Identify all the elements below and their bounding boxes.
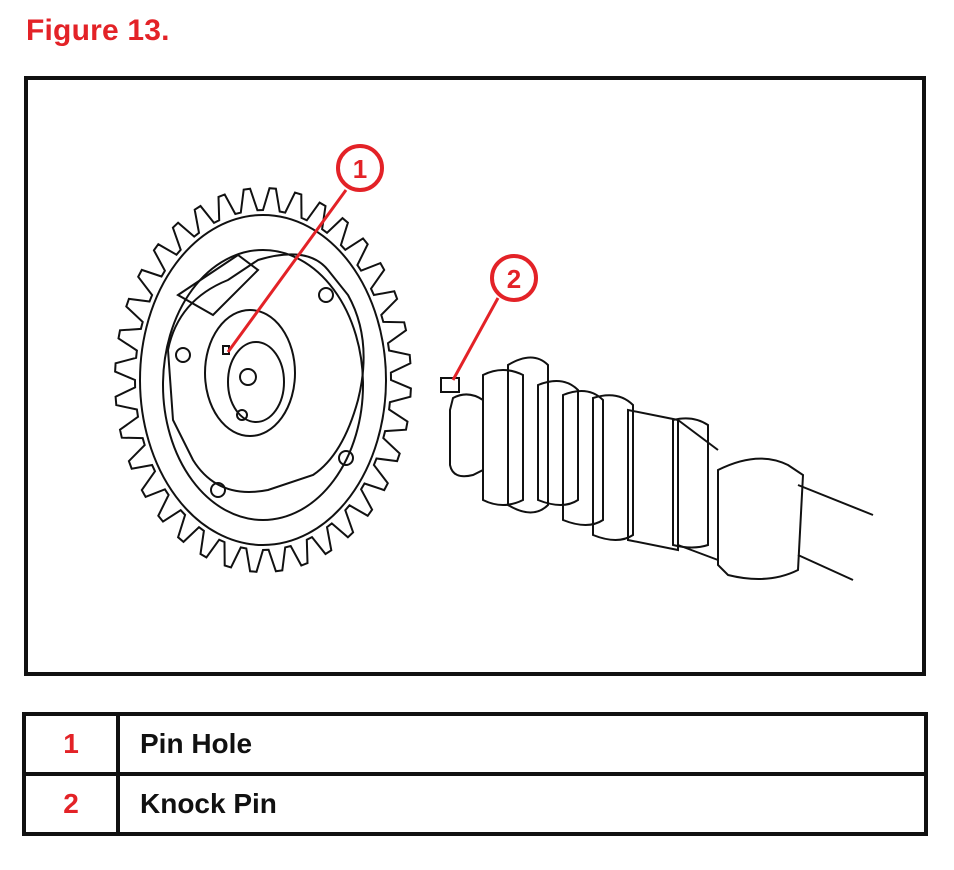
hub-small-hole xyxy=(236,409,248,421)
sprocket-teeth xyxy=(114,187,412,573)
callout-number-1: 1 xyxy=(353,154,367,184)
callout-leaders xyxy=(226,189,500,381)
callout-2: 2 xyxy=(490,254,538,302)
callout-circle-2 xyxy=(490,254,538,302)
cam-lobe-4 xyxy=(562,390,604,526)
cam-shaft-tail-bottom xyxy=(797,554,854,581)
leader-line-1 xyxy=(226,189,348,353)
diagram-frame: 1 2 xyxy=(24,76,926,676)
callout-number-2: 2 xyxy=(507,264,521,294)
cam-lobe-5 xyxy=(592,394,634,541)
cam-shaft-upper xyxy=(677,419,719,451)
sprocket-inner-ring xyxy=(162,249,364,521)
camshaft-end xyxy=(449,393,484,478)
center-bolt-hole xyxy=(239,368,257,386)
bolt-hole-right xyxy=(338,450,354,466)
legend-row: 1 Pin Hole xyxy=(22,712,928,776)
bolt-hole-left xyxy=(175,347,191,363)
hub-outer xyxy=(204,309,296,437)
legend-description-2: Knock Pin xyxy=(116,772,928,836)
camshaft-sprocket xyxy=(114,187,412,573)
sprocket-web xyxy=(166,253,365,493)
knock-pin xyxy=(440,377,460,393)
cam-shaft-tail-top xyxy=(797,484,874,516)
legend-number-2: 2 xyxy=(22,772,120,836)
legend-table: 1 Pin Hole 2 Knock Pin xyxy=(22,712,928,836)
cam-journal xyxy=(627,408,679,552)
cam-bearing xyxy=(717,457,805,580)
legend-description-1: Pin Hole xyxy=(116,712,928,776)
hub-inner xyxy=(227,341,285,423)
legend-number-1: 1 xyxy=(22,712,120,776)
camshaft xyxy=(440,356,874,581)
callout-1: 1 xyxy=(336,144,384,192)
sprocket-plate xyxy=(176,253,260,317)
figure-title: Figure 13. xyxy=(26,14,170,47)
bolt-hole-top xyxy=(318,287,334,303)
legend-row: 2 Knock Pin xyxy=(22,772,928,836)
cam-lobe-1 xyxy=(482,369,524,506)
cam-lobe-3 xyxy=(537,380,579,506)
callout-circle-1 xyxy=(336,144,384,192)
sprocket-rim xyxy=(139,214,387,546)
camshaft-sprocket-diagram: 1 2 xyxy=(114,144,874,581)
cam-shaft-lower xyxy=(677,544,719,561)
bolt-hole-bottom xyxy=(210,482,226,498)
cam-lobe-2 xyxy=(507,356,549,514)
leader-line-2 xyxy=(451,297,500,381)
